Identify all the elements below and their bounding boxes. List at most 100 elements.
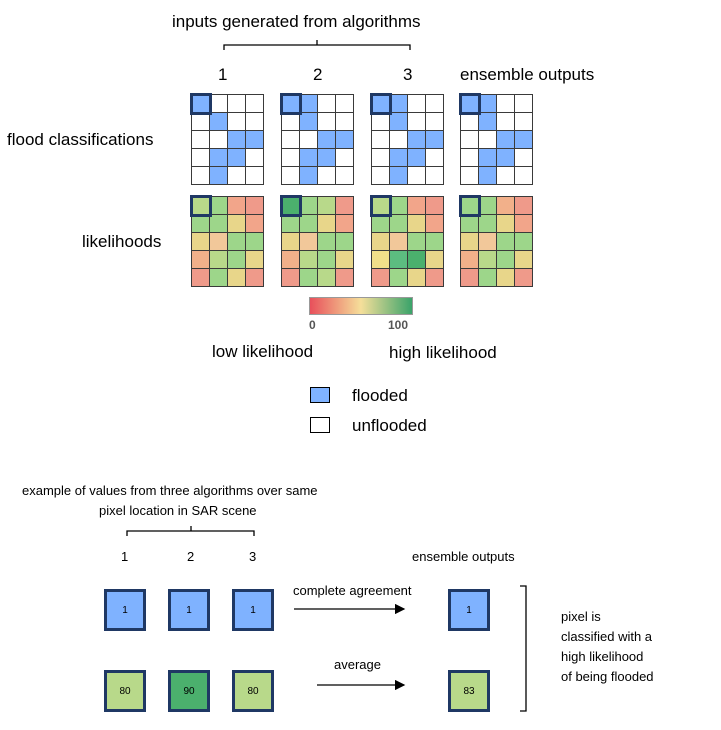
top-header-bracket	[223, 40, 411, 50]
unflooded-cell	[282, 131, 300, 149]
colorbar-min-label: 0	[309, 318, 316, 332]
unflooded-cell	[390, 131, 408, 149]
flooded-cell	[497, 149, 515, 167]
unflooded-cell	[210, 131, 228, 149]
unflooded-cell	[318, 113, 336, 131]
likelihood-cell	[228, 269, 246, 287]
flooded-cell	[408, 149, 426, 167]
likelihood-cell	[497, 233, 515, 251]
likelihood-cell	[461, 233, 479, 251]
flooded-cell	[300, 167, 318, 185]
unflooded-cell	[479, 131, 497, 149]
col-label-2: 2	[313, 65, 323, 84]
unflooded-cell	[372, 113, 390, 131]
bottom-ensemble-label: ensemble outputs	[412, 549, 515, 564]
colorbar-max-label: 100	[388, 318, 409, 332]
likelihood-cell	[246, 251, 264, 269]
likelihood-cell	[300, 197, 318, 215]
unflooded-cell	[246, 113, 264, 131]
likelihood-cell	[408, 233, 426, 251]
flooded-cell	[228, 149, 246, 167]
unflooded-cell	[192, 113, 210, 131]
unflooded-cell	[426, 95, 444, 113]
likelihood-value-box: 80	[104, 670, 146, 712]
flooded-cell	[426, 131, 444, 149]
highlight-pixel	[459, 195, 481, 217]
flooded-cell	[390, 95, 408, 113]
likelihood-colorbar	[309, 297, 413, 315]
unflooded-cell	[210, 95, 228, 113]
flooded-legend-label: flooded	[352, 386, 408, 405]
unflooded-cell	[318, 167, 336, 185]
unflooded-cell	[282, 167, 300, 185]
likelihood-cell	[336, 215, 354, 233]
pixel-value-box: 1	[104, 589, 146, 631]
likelihood-cell	[192, 215, 210, 233]
flooded-cell	[515, 131, 533, 149]
unflooded-cell	[461, 131, 479, 149]
likelihood-cell	[390, 215, 408, 233]
col-label-1: 1	[218, 65, 228, 84]
col-label-3: 3	[403, 65, 413, 84]
likelihood-cell	[336, 197, 354, 215]
unflooded-cell	[192, 131, 210, 149]
likelihood-cell	[336, 233, 354, 251]
flooded-cell	[408, 131, 426, 149]
unflooded-cell	[336, 149, 354, 167]
likelihood-cell	[300, 215, 318, 233]
likelihood-cell	[282, 251, 300, 269]
likelihood-cell	[282, 215, 300, 233]
likelihood-cell	[210, 251, 228, 269]
likelihood-cell	[515, 269, 533, 287]
classification-grid-2	[281, 94, 354, 185]
pixel-value-box: 1	[168, 589, 210, 631]
flooded-cell	[246, 131, 264, 149]
likelihood-grid-1	[191, 196, 264, 287]
flooded-legend-swatch	[310, 387, 330, 403]
highlight-pixel	[459, 93, 481, 115]
likelihood-cell	[246, 269, 264, 287]
unflooded-cell	[318, 95, 336, 113]
unflooded-cell	[372, 149, 390, 167]
unflooded-legend-label: unflooded	[352, 416, 427, 435]
unflooded-cell	[515, 167, 533, 185]
unflooded-cell	[461, 167, 479, 185]
flooded-cell	[479, 149, 497, 167]
ensemble-output-box: 83	[448, 670, 490, 712]
likelihood-cell	[479, 215, 497, 233]
conclusion-bracket	[520, 585, 527, 712]
average-arrow-label: average	[334, 657, 381, 672]
agreement-arrow-label: complete agreement	[293, 583, 412, 598]
highlight-pixel	[370, 93, 392, 115]
classification-grid-3	[371, 94, 444, 185]
flooded-cell	[210, 149, 228, 167]
unflooded-cell	[246, 149, 264, 167]
likelihood-cell	[300, 251, 318, 269]
likelihood-cell	[390, 269, 408, 287]
likelihood-cell	[479, 251, 497, 269]
classification-grid-ensemble	[460, 94, 533, 185]
likelihood-cell	[228, 215, 246, 233]
high-likelihood-label: high likelihood	[389, 343, 497, 362]
flooded-cell	[479, 95, 497, 113]
flooded-cell	[390, 149, 408, 167]
unflooded-cell	[246, 95, 264, 113]
bottom-header-line1: example of values from three algorithms …	[22, 483, 318, 498]
likelihood-cell	[408, 197, 426, 215]
likelihood-cell	[497, 215, 515, 233]
unflooded-cell	[497, 167, 515, 185]
likelihood-cell	[426, 269, 444, 287]
likelihood-cell	[408, 251, 426, 269]
likelihood-cell	[426, 233, 444, 251]
likelihood-grid-3	[371, 196, 444, 287]
bottom-col-label-3: 3	[249, 549, 257, 564]
unflooded-cell	[372, 167, 390, 185]
unflooded-cell	[336, 95, 354, 113]
unflooded-cell	[461, 113, 479, 131]
likelihood-cell	[210, 197, 228, 215]
likelihood-cell	[372, 233, 390, 251]
pixel-value-box: 1	[232, 589, 274, 631]
likelihood-cell	[210, 233, 228, 251]
flooded-cell	[497, 131, 515, 149]
likelihood-cell	[300, 269, 318, 287]
